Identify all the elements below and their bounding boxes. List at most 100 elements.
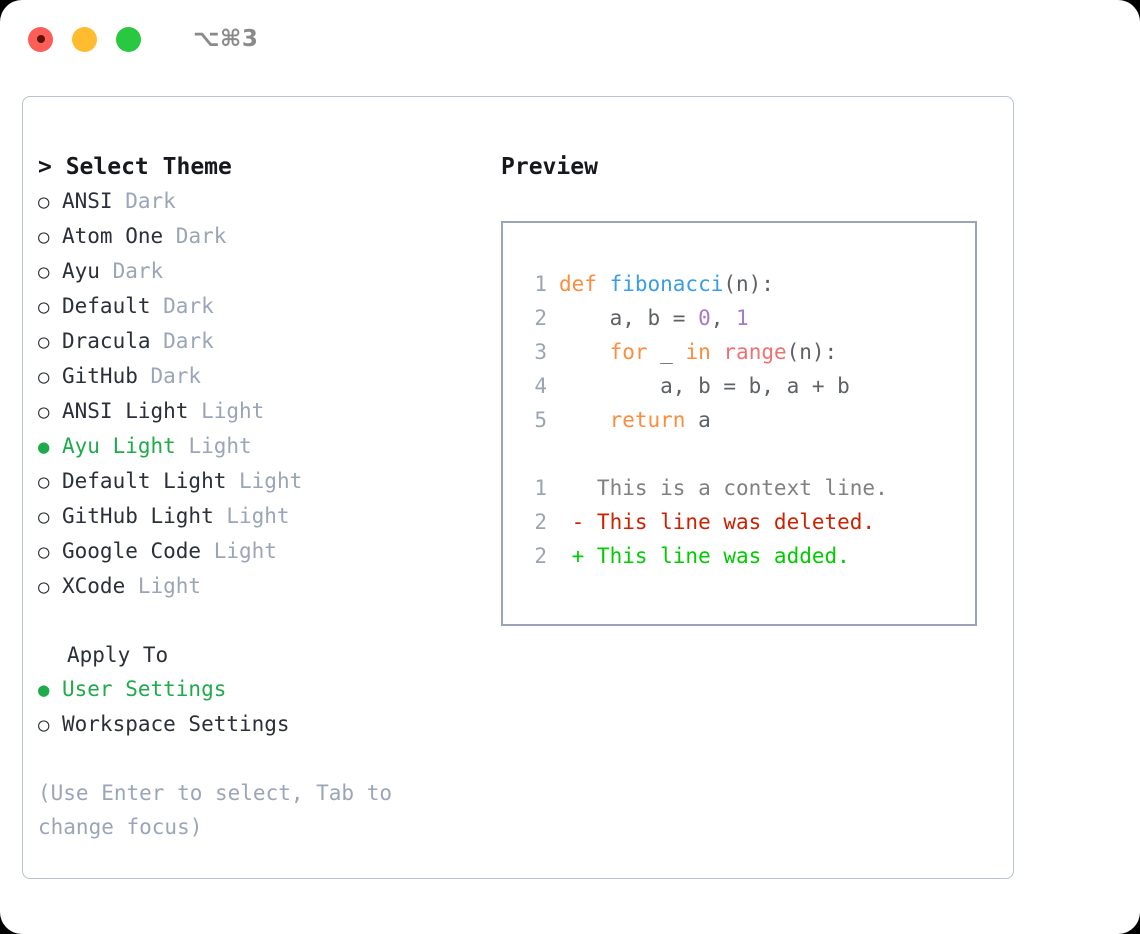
line-number: 5 — [534, 408, 547, 432]
theme-option-row[interactable]: ○ GitHub Light Light — [38, 499, 478, 534]
theme-name-label: Default — [62, 294, 151, 318]
radio-selected-icon[interactable]: ● — [38, 436, 50, 458]
diff-line: 2 + This line was added. — [517, 539, 975, 573]
minimize-icon[interactable] — [72, 26, 97, 52]
theme-option-row[interactable]: ○ Ayu Dark — [38, 254, 478, 289]
code-token-plain — [711, 340, 724, 364]
code-token-num: 1 — [736, 306, 749, 330]
maximize-icon[interactable] — [116, 26, 141, 52]
line-number: 1 — [534, 272, 547, 296]
radio-unselected-icon[interactable]: ○ — [38, 506, 50, 528]
preview-heading: Preview — [501, 154, 598, 180]
code-token-plain — [559, 340, 610, 364]
code-token-plain: (n): — [786, 340, 838, 364]
theme-selector-column: > Select Theme ○ANSI Dark○Atom One Dark○… — [38, 150, 478, 844]
content-panel: > Select Theme ○ANSI Dark○Atom One Dark○… — [22, 96, 1014, 879]
theme-option-row[interactable]: ○Atom One Dark — [38, 219, 478, 254]
code-token-plain: _ — [647, 340, 686, 364]
code-token-kw: in — [685, 340, 711, 364]
theme-name-label: GitHub — [62, 364, 138, 388]
code-token-plain: a, b = b, a + b — [559, 374, 850, 398]
code-text: a, b = b, a + b — [559, 369, 850, 403]
theme-name-label: ANSI — [62, 189, 113, 213]
apply-to-option-row[interactable]: ● User Settings — [38, 672, 478, 707]
theme-option-row[interactable]: ○ANSI Light Light — [38, 394, 478, 429]
diff-line: 2 - This line was deleted. — [517, 505, 975, 539]
radio-unselected-icon[interactable]: ○ — [38, 191, 50, 213]
code-token-plain: , — [710, 306, 737, 330]
code-line: 5 return a — [517, 403, 975, 437]
code-line: 4 a, b = b, a + b — [517, 369, 975, 403]
code-token-plain: (n): — [723, 272, 774, 296]
theme-option-row[interactable]: ○ Google Code Light — [38, 534, 478, 569]
code-text: def fibonacci(n): — [559, 267, 774, 301]
radio-unselected-icon[interactable]: ○ — [38, 541, 50, 563]
code-token-plain: a — [685, 408, 711, 432]
apply-to-heading: Apply To — [67, 643, 169, 667]
code-line: 2 a, b = 0, 1 — [517, 301, 975, 335]
theme-option-row[interactable]: ● Ayu Light Light — [38, 429, 478, 464]
diff-line: 1 This is a context line. — [517, 471, 975, 505]
radio-unselected-icon[interactable]: ○ — [38, 401, 50, 423]
theme-variant-tag: Light — [175, 434, 252, 458]
radio-unselected-icon[interactable]: ○ — [38, 261, 50, 283]
code-text: a, b = 0, 1 — [559, 301, 749, 335]
theme-variant-tag: Dark — [99, 259, 164, 283]
theme-variant-tag: Dark — [150, 329, 214, 353]
theme-option-row[interactable]: ○GitHub Dark — [38, 359, 478, 394]
theme-option-row[interactable]: ○ Default Dark — [38, 289, 478, 324]
theme-name-label: GitHub Light — [62, 504, 214, 528]
radio-selected-icon[interactable]: ● — [38, 679, 50, 701]
code-diff-gap — [517, 437, 975, 471]
radio-unselected-icon[interactable]: ○ — [38, 226, 50, 248]
theme-name-label: Ayu Light — [62, 434, 176, 458]
radio-unselected-icon[interactable]: ○ — [38, 714, 50, 736]
theme-option-row[interactable]: ○ XCode Light — [38, 569, 478, 604]
theme-variant-tag: Light — [125, 574, 202, 598]
theme-list[interactable]: ○ANSI Dark○Atom One Dark○Ayu Dark○Defaul… — [38, 184, 478, 604]
code-token-kw: return — [609, 408, 686, 432]
theme-name-label: ANSI Light — [62, 399, 189, 423]
radio-unselected-icon[interactable]: ○ — [38, 296, 50, 318]
apply-to-label: User Settings — [62, 677, 227, 701]
diff-text-del: - This line was deleted. — [559, 510, 876, 534]
close-icon[interactable] — [28, 26, 53, 52]
theme-variant-tag: Light — [213, 504, 290, 528]
apply-to-label: Workspace Settings — [62, 712, 290, 736]
code-token-fn: fibonacci — [609, 272, 724, 296]
keyboard-hint-text: (Use Enter to select, Tab to change focu… — [38, 781, 405, 839]
line-number: 2 — [534, 306, 547, 330]
theme-option-row[interactable]: ○ Dracula Dark — [38, 324, 478, 359]
diff-sample: 1 This is a context line.2 - This line w… — [517, 471, 975, 573]
select-theme-heading: > Select Theme — [38, 154, 232, 180]
theme-variant-tag: Light — [201, 539, 277, 563]
traffic-lights — [28, 26, 141, 52]
theme-name-label: Dracula — [62, 329, 151, 353]
code-token-num: 0 — [698, 306, 711, 330]
code-line: 1 def fibonacci(n): — [517, 267, 975, 301]
apply-to-list[interactable]: ● User Settings ○ Workspace Settings — [38, 672, 478, 742]
theme-option-row[interactable]: ○ ANSI Dark — [38, 184, 478, 219]
diff-text-ctx: This is a context line. — [559, 476, 888, 500]
theme-variant-tag: Dark — [150, 294, 214, 318]
theme-name-label: XCode — [62, 574, 126, 598]
code-line: 3 for _ in range(n): — [517, 335, 975, 369]
theme-variant-tag: Light — [226, 469, 303, 493]
radio-unselected-icon[interactable]: ○ — [38, 576, 50, 598]
line-number: 2 — [534, 510, 547, 534]
theme-name-label: Ayu — [62, 259, 100, 283]
code-token-kw: def — [559, 272, 610, 296]
code-text: return a — [559, 403, 711, 437]
line-number: 2 — [534, 544, 547, 568]
radio-unselected-icon[interactable]: ○ — [38, 331, 50, 353]
radio-unselected-icon[interactable]: ○ — [38, 366, 50, 388]
radio-unselected-icon[interactable]: ○ — [38, 471, 50, 493]
apply-to-option-row[interactable]: ○ Workspace Settings — [38, 707, 478, 742]
theme-name-label: Google Code — [62, 539, 202, 563]
theme-option-row[interactable]: ○Default Light Light — [38, 464, 478, 499]
theme-variant-tag: Dark — [112, 189, 176, 213]
keyboard-shortcut-label: ⌥⌘3 — [193, 26, 259, 52]
